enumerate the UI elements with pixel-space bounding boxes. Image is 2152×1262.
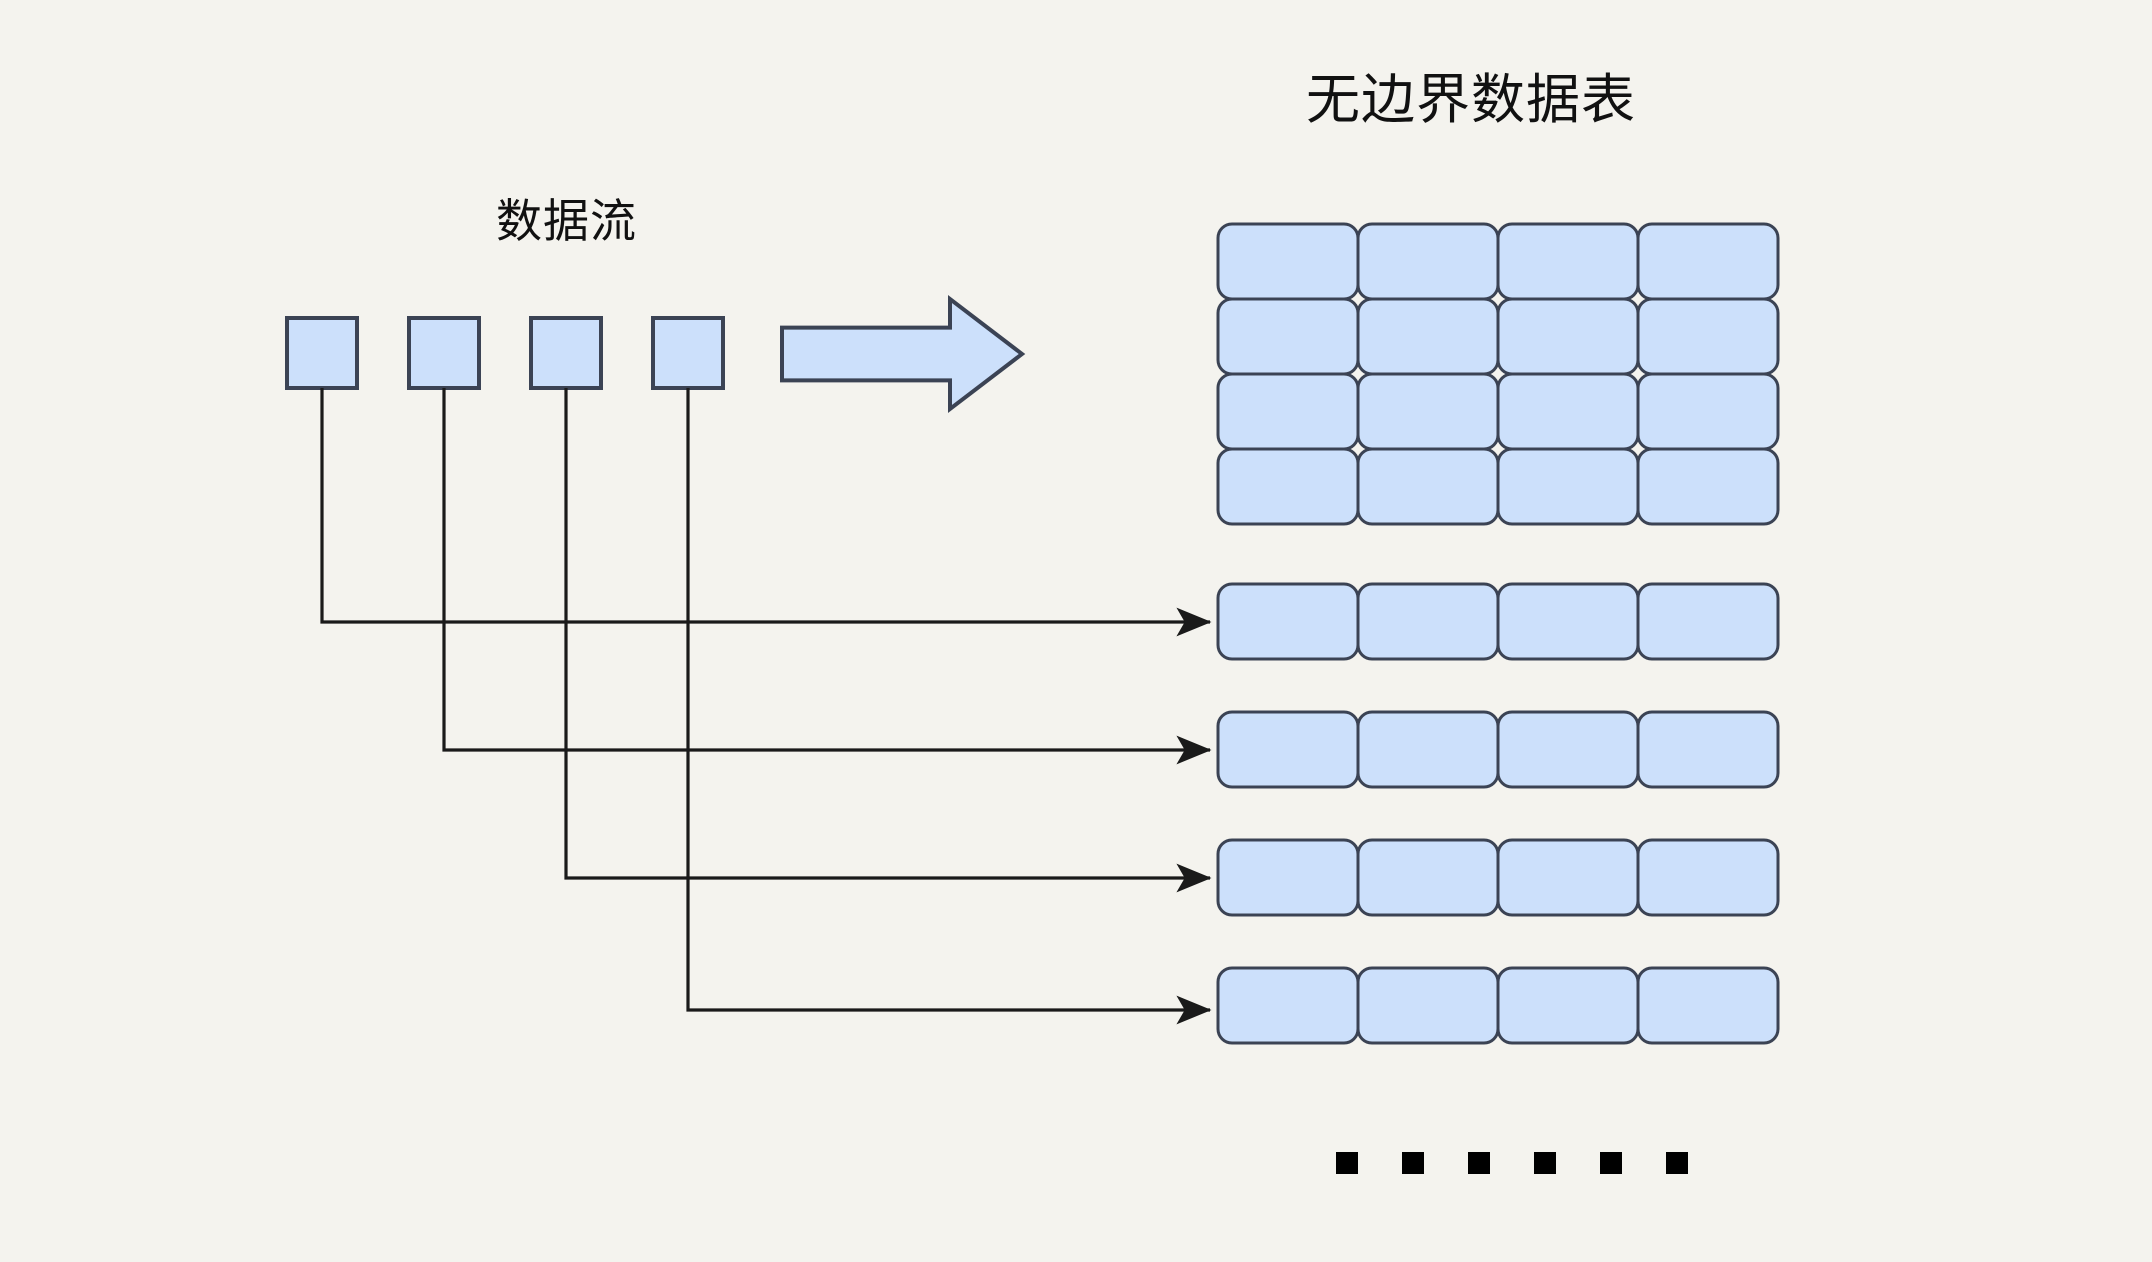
table-cell[interactable] (1636, 447, 1780, 526)
table-cell[interactable] (1496, 372, 1640, 451)
appended-row-cell[interactable] (1216, 710, 1360, 789)
appended-row-cell[interactable] (1636, 966, 1780, 1045)
table-cell[interactable] (1356, 372, 1500, 451)
flow-direction-arrow (780, 294, 1026, 414)
appended-row-cell[interactable] (1496, 582, 1640, 661)
table-cell[interactable] (1216, 297, 1360, 376)
continuation-dots-group (1336, 1152, 1688, 1174)
appended-row-cell[interactable] (1496, 710, 1640, 789)
data-stream-events-group (285, 316, 725, 390)
connectors-group (320, 388, 1212, 1025)
table-cell[interactable] (1356, 222, 1500, 301)
table-cell[interactable] (1356, 447, 1500, 526)
table-cell[interactable] (1356, 297, 1500, 376)
appended-row-cell[interactable] (1496, 966, 1640, 1045)
stream-to-row-connector (442, 388, 1212, 765)
table-cell[interactable] (1496, 222, 1640, 301)
table-cell[interactable] (1496, 297, 1640, 376)
appended-row-cell[interactable] (1356, 582, 1500, 661)
table-cell[interactable] (1636, 222, 1780, 301)
continuation-dot (1666, 1152, 1688, 1174)
stream-to-row-connector (320, 388, 1212, 637)
appended-row-cell[interactable] (1216, 582, 1360, 661)
appended-row-cell[interactable] (1636, 582, 1780, 661)
table-cell[interactable] (1216, 372, 1360, 451)
appended-row-cell[interactable] (1216, 838, 1360, 917)
appended-row-cell[interactable] (1356, 966, 1500, 1045)
appended-row-cell[interactable] (1356, 838, 1500, 917)
appended-row-cell[interactable] (1496, 838, 1640, 917)
continuation-dot (1600, 1152, 1622, 1174)
stream-to-row-connector (564, 388, 1212, 893)
continuation-dot (1336, 1152, 1358, 1174)
stream-event-square[interactable] (651, 316, 725, 390)
appended-row-cell[interactable] (1636, 710, 1780, 789)
appended-row-cell[interactable] (1356, 710, 1500, 789)
table-cell[interactable] (1496, 447, 1640, 526)
stream-event-square[interactable] (285, 316, 359, 390)
stream-event-square[interactable] (407, 316, 481, 390)
data-stream-title: 数据流 (496, 195, 637, 247)
table-cell[interactable] (1216, 222, 1360, 301)
appended-row-cell[interactable] (1636, 838, 1780, 917)
table-cell[interactable] (1636, 297, 1780, 376)
continuation-dot (1402, 1152, 1424, 1174)
unbounded-table-title: 无边界数据表 (1306, 70, 1636, 130)
appended-row-cell[interactable] (1216, 966, 1360, 1045)
flow-direction-arrow-group (780, 294, 1026, 414)
stream-event-square[interactable] (529, 316, 603, 390)
continuation-dot (1468, 1152, 1490, 1174)
stream-to-row-connector (686, 388, 1212, 1025)
unbounded-table-grid (1216, 222, 1780, 526)
table-cell[interactable] (1636, 372, 1780, 451)
table-cell[interactable] (1216, 447, 1360, 526)
continuation-dot (1534, 1152, 1556, 1174)
appended-rows-group (1216, 582, 1780, 1045)
